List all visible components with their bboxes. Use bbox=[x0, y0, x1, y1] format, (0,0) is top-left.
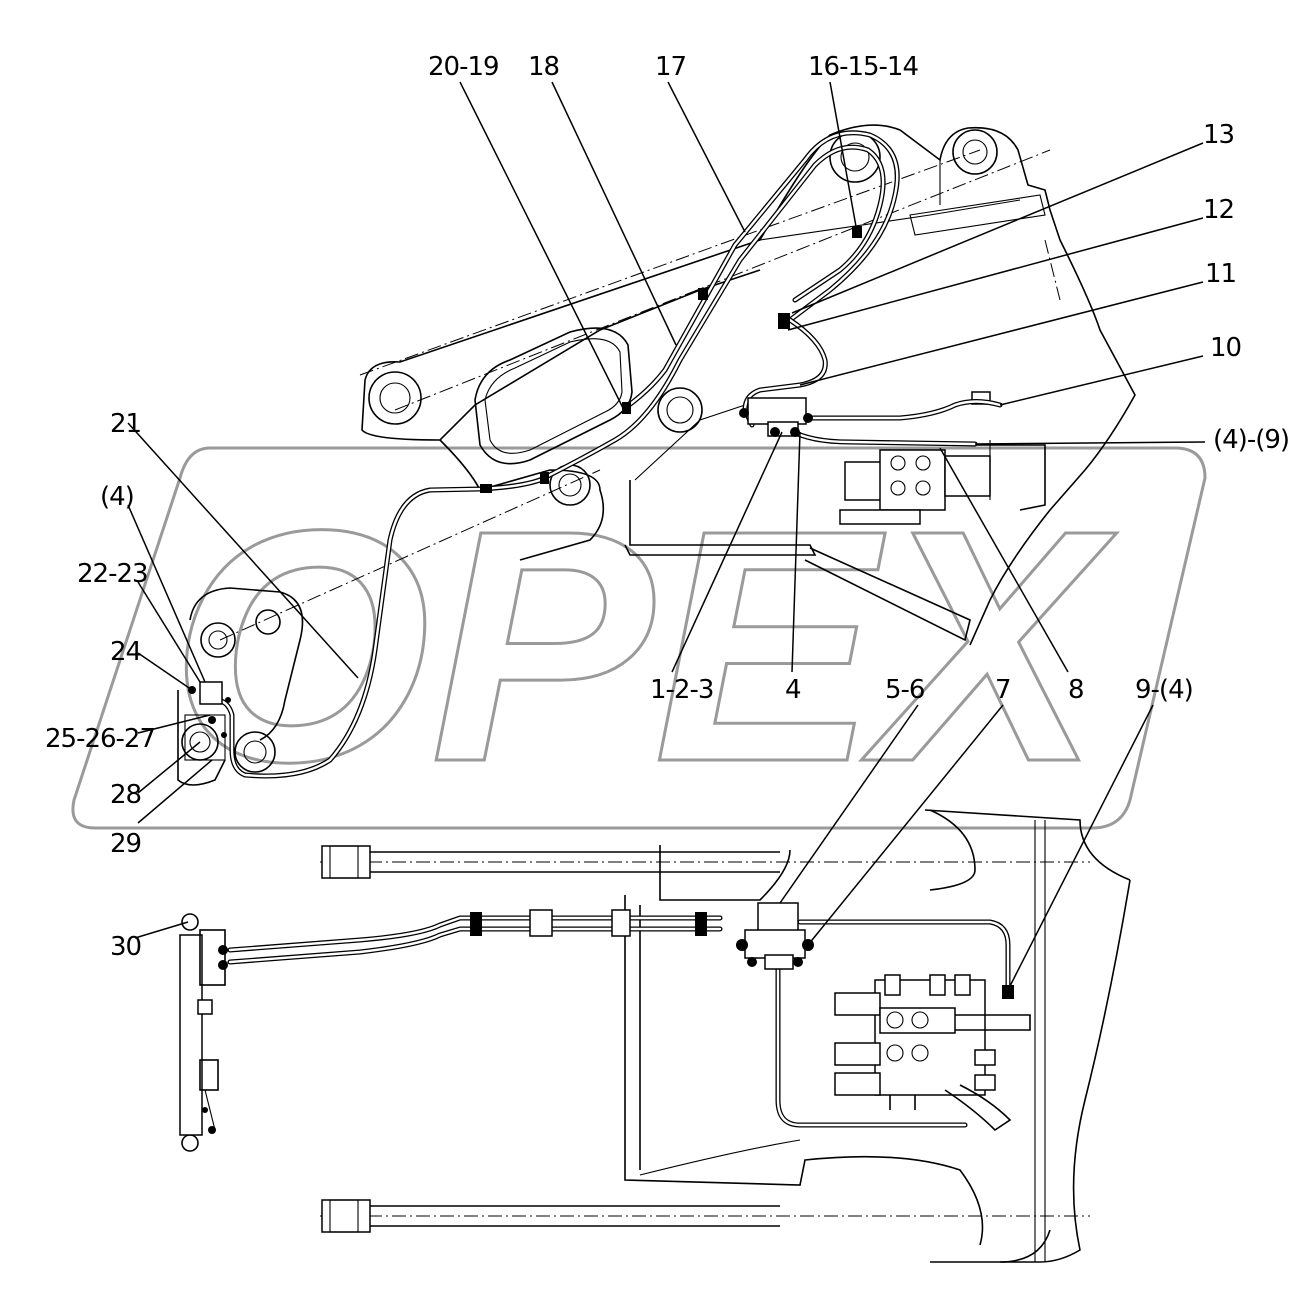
label-4-9: (4)-(9) bbox=[1213, 425, 1289, 455]
label-10: 10 bbox=[1210, 333, 1241, 363]
label-22-23: 22-23 bbox=[77, 559, 148, 589]
label-16-15-14: 16-15-14 bbox=[808, 52, 918, 82]
label-9-4: 9-(4) bbox=[1135, 675, 1193, 705]
label-21: 21 bbox=[110, 409, 141, 439]
label-29: 29 bbox=[110, 829, 141, 859]
upper-control-valve bbox=[839, 391, 1046, 525]
label-28: 28 bbox=[110, 780, 141, 810]
part-labels: 20-19 18 17 16-15-14 13 12 11 10 (4)-(9)… bbox=[45, 52, 1290, 962]
upper-boom-structure bbox=[219, 124, 1136, 646]
lower-left-cylinder bbox=[179, 913, 228, 1152]
label-1-2-3: 1-2-3 bbox=[650, 675, 713, 705]
lower-frame-structure bbox=[320, 809, 1131, 1263]
label-30: 30 bbox=[110, 932, 141, 962]
upper-manifold-block bbox=[480, 226, 862, 493]
label-17: 17 bbox=[655, 52, 686, 82]
label-7: 7 bbox=[995, 675, 1011, 705]
leader-lines bbox=[127, 81, 1206, 991]
label-25-26-27: 25-26-27 bbox=[45, 724, 155, 754]
label-4-paren: (4) bbox=[100, 482, 134, 512]
label-12: 12 bbox=[1203, 195, 1234, 225]
lower-hoses bbox=[227, 915, 1011, 1128]
lower-main-control-valve bbox=[834, 974, 1031, 1132]
label-4: 4 bbox=[785, 675, 801, 705]
upper-hoses bbox=[212, 130, 1003, 779]
label-11: 11 bbox=[1205, 259, 1236, 289]
label-13: 13 bbox=[1203, 120, 1234, 150]
opex-watermark-logo: OPEX bbox=[71, 446, 1207, 832]
watermark-text: OPEX bbox=[170, 461, 1117, 830]
label-18: 18 bbox=[528, 52, 559, 82]
label-5-6: 5-6 bbox=[885, 675, 924, 705]
label-24: 24 bbox=[110, 637, 142, 667]
label-20-19: 20-19 bbox=[428, 52, 499, 82]
label-8: 8 bbox=[1068, 675, 1084, 705]
